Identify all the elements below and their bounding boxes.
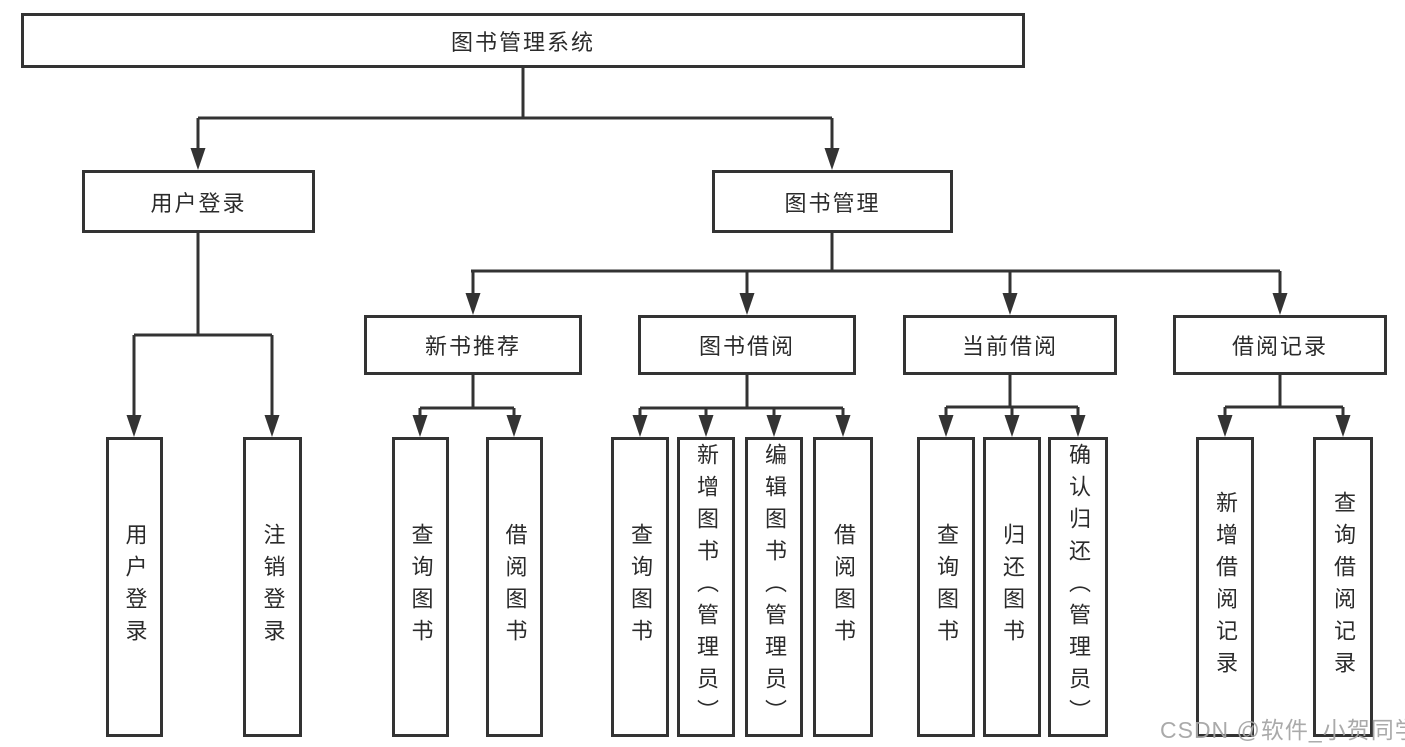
leaf-user-login: 用户登录 [106, 437, 163, 737]
node-label: 新增图书（管理员） [694, 443, 719, 731]
node-label: 查询图书 [934, 523, 959, 651]
leaf-query-books-borrow: 查询图书 [611, 437, 669, 737]
node-book-management: 图书管理 [712, 170, 953, 233]
node-label: 借阅图书 [831, 523, 856, 651]
node-label: 用户登录 [150, 190, 247, 216]
node-book-borrow: 图书借阅 [638, 315, 856, 375]
leaf-logout-login: 注销登录 [243, 437, 302, 737]
node-label: 确认归还（管理员） [1066, 443, 1091, 731]
node-label: 借阅记录 [1231, 334, 1328, 359]
node-label: 当前借阅 [961, 334, 1058, 359]
node-current-borrow: 当前借阅 [903, 315, 1117, 375]
node-label: 用户登录 [122, 523, 148, 651]
node-label: 查询借阅记录 [1331, 491, 1356, 683]
leaf-borrow-books: 借阅图书 [813, 437, 873, 737]
node-new-book-recommend: 新书推荐 [364, 315, 582, 375]
leaf-confirm-return-admin: 确认归还（管理员） [1048, 437, 1108, 737]
leaf-add-books-admin: 新增图书（管理员） [677, 437, 735, 737]
csdn-watermark: CSDN @软件_小贺同学 [1160, 717, 1405, 743]
leaf-query-books-recommend: 查询图书 [392, 437, 449, 737]
leaf-add-borrow-record: 新增借阅记录 [1196, 437, 1254, 737]
leaf-query-books-current: 查询图书 [917, 437, 975, 737]
node-label: 编辑图书（管理员） [762, 443, 787, 731]
leaf-query-borrow-record: 查询借阅记录 [1313, 437, 1373, 737]
node-label: 注销登录 [260, 523, 286, 651]
node-label: 归还图书 [1000, 523, 1025, 651]
leaf-edit-books-admin: 编辑图书（管理员） [745, 437, 803, 737]
node-label: 查询图书 [628, 523, 653, 651]
node-root-system: 图书管理系统 [21, 13, 1025, 68]
node-label: 图书管理系统 [450, 29, 595, 55]
node-label: 借阅图书 [502, 523, 528, 651]
node-label: 图书借阅 [698, 334, 795, 359]
node-label: 图书管理 [784, 190, 881, 216]
node-label: 新增借阅记录 [1213, 491, 1238, 683]
leaf-borrow-books-recommend: 借阅图书 [486, 437, 543, 737]
leaf-return-books: 归还图书 [983, 437, 1041, 737]
node-label: 查询图书 [408, 523, 434, 651]
node-label: 新书推荐 [424, 334, 521, 359]
node-borrow-records: 借阅记录 [1173, 315, 1387, 375]
node-user-login: 用户登录 [82, 170, 315, 233]
